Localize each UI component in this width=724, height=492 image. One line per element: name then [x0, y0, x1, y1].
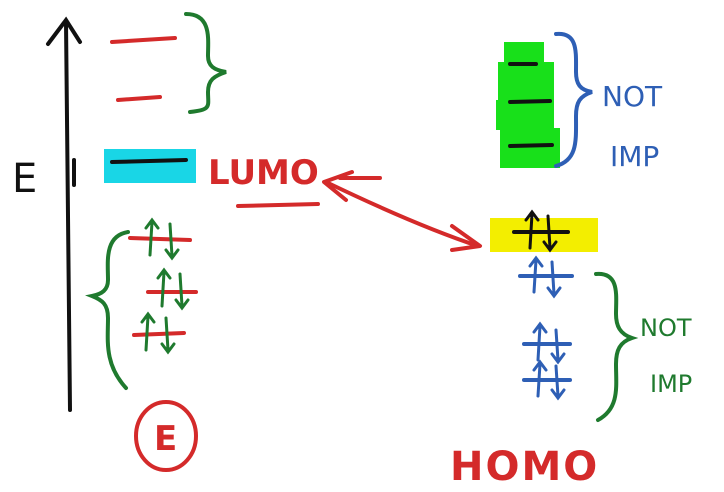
electron-pair-icon: [522, 359, 572, 401]
homo-label: HOMO: [450, 444, 599, 490]
empty-orbitals-left: [110, 36, 177, 102]
brace-lower-left: [85, 230, 130, 390]
brace-upper-right: [554, 31, 593, 168]
homo-highlight: [490, 218, 598, 252]
electron-pair-icon: [146, 267, 198, 311]
electron-pair-icon: [132, 311, 186, 355]
empty-orbitals-right: [496, 42, 560, 168]
lumo-orbital: [110, 158, 188, 164]
orbital-dash: [110, 36, 177, 44]
not-imp-top-line1: NOT: [602, 80, 663, 113]
orbital-dash: [508, 99, 552, 104]
electron-pair-icon: [128, 217, 192, 261]
brace-lower-right: [594, 271, 639, 422]
double-arrow: [322, 170, 482, 252]
lumo-underline: [236, 202, 320, 208]
orbital-dash: [116, 95, 162, 102]
filled-orbitals-right: [518, 255, 574, 401]
not-imp-bottom-line2: IMP: [650, 370, 692, 398]
filled-orbitals-left: [128, 217, 198, 355]
circled-e-letter: E: [154, 419, 177, 459]
electron-pair-icon: [522, 321, 572, 365]
electron-pair-icon: [518, 255, 574, 299]
electron-pair-icon: [512, 209, 570, 253]
lumo-label: LUMO: [208, 153, 319, 193]
lumo-highlight: [104, 149, 196, 183]
energy-axis: [46, 16, 82, 412]
circled-e-ring: [134, 400, 198, 472]
not-imp-bottom-line1: NOT: [640, 314, 692, 342]
brace-upper-left: [184, 12, 227, 114]
axis-label: E: [12, 156, 37, 202]
orbital-dash: [508, 143, 554, 148]
not-imp-top-line2: IMP: [610, 140, 659, 173]
